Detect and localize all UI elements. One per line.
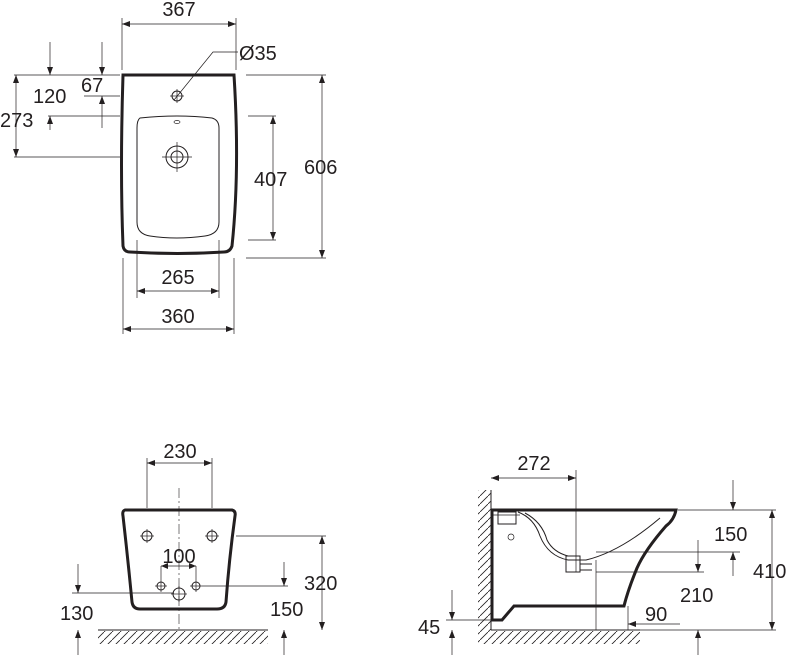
dim-150-side: 150	[714, 524, 747, 546]
dim-230: 230	[163, 441, 196, 463]
dim-100: 100	[162, 546, 195, 568]
dim-407: 407	[254, 169, 287, 191]
dim-90: 90	[645, 604, 667, 626]
basin-outline	[136, 115, 220, 239]
wall-hatch	[478, 490, 491, 631]
dim-273: 273	[0, 110, 33, 132]
top-view: 367 Ø35 120 67 273 407	[0, 0, 337, 334]
dim-150-front: 150	[270, 599, 303, 621]
dim-45: 45	[418, 617, 440, 639]
bowl-profile	[517, 511, 661, 561]
dim-410: 410	[753, 561, 786, 583]
front-view: 230 100 130 320 150	[60, 441, 337, 655]
floor-hatch	[98, 631, 268, 644]
bidet-front-outline	[121, 508, 237, 611]
dim-606: 606	[304, 157, 337, 179]
dim-367: 367	[162, 0, 195, 21]
dim-272: 272	[517, 453, 550, 475]
dim-265: 265	[161, 267, 194, 289]
dim-320: 320	[304, 573, 337, 595]
bidet-side-outline	[490, 508, 678, 622]
bidet-top-outline	[120, 73, 239, 255]
side-view: 272 150 410 210 90	[418, 453, 786, 655]
dim-360: 360	[161, 306, 194, 328]
side-floor-hatch	[478, 631, 640, 644]
dim-210: 210	[680, 585, 713, 607]
dim-130: 130	[60, 603, 93, 625]
dim-67: 67	[81, 75, 103, 97]
dim-120: 120	[33, 86, 66, 108]
dim-hole-diameter: Ø35	[239, 43, 277, 65]
